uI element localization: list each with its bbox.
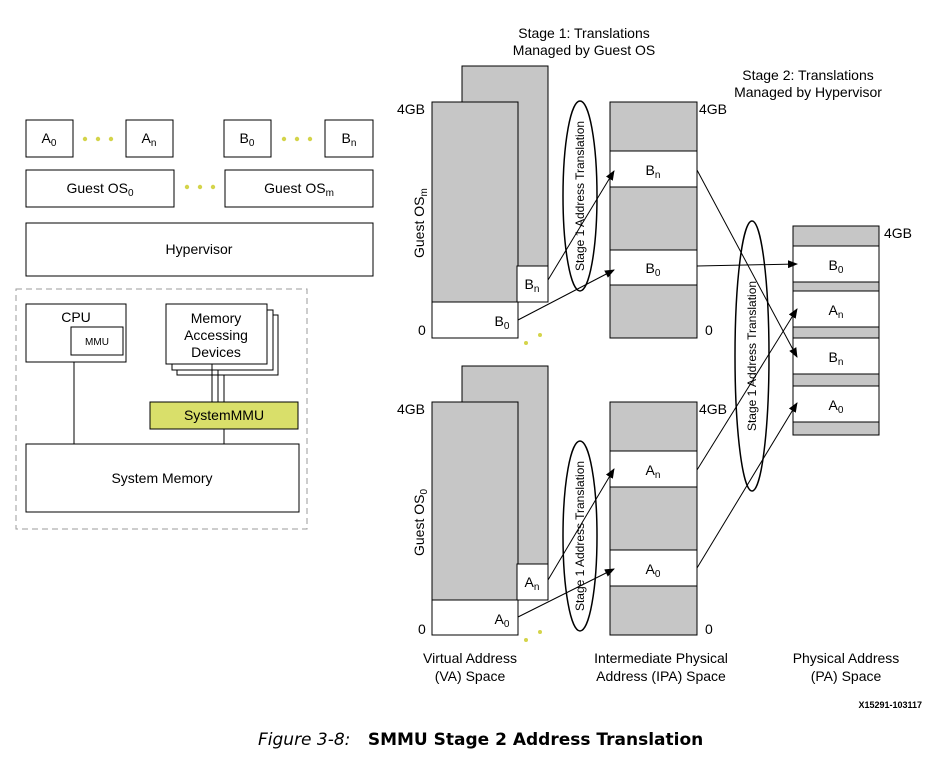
left-stack: A0 An B0 Bn Guest OS0 Guest OSm Hyp — [15, 119, 374, 530]
va-space-label-1: Virtual Address — [423, 650, 517, 666]
guest-os-0-label: Guest OS0 — [66, 180, 133, 199]
pa-block-a0 — [792, 385, 880, 423]
guest-os-m-box — [224, 169, 374, 208]
stage1-header-line2: Managed by Guest OS — [513, 42, 655, 58]
hardware-boundary — [15, 288, 308, 530]
va-top-block-bn — [516, 265, 549, 303]
caption-number: Figure 3-8: — [258, 730, 350, 750]
ellipsis-dots-os — [184, 184, 216, 190]
app-a0-label: A0 — [42, 130, 57, 149]
ipa-top-block-bn-label: Bn — [646, 162, 661, 181]
ipa-bottom-0-label: 0 — [705, 621, 713, 637]
caption-title: SMMU Stage 2 Address Translation — [368, 730, 703, 750]
stage1-ellipse-bottom-label: Stage 1 Address Translation — [573, 461, 587, 611]
ellipsis-dots-b — [281, 136, 313, 142]
va-bottom-block-a0-label: A0 — [495, 611, 510, 630]
memory-devices-box — [165, 303, 268, 365]
app-box-b0 — [223, 119, 272, 158]
guest-os-m-label: Guest OSm — [264, 180, 334, 199]
arrow-ipa-b0-to-pa-b0 — [696, 260, 798, 269]
hypervisor-label: Hypervisor — [166, 241, 233, 257]
va-bottom-block-a0 — [431, 599, 519, 636]
va-space-label-2: (VA) Space — [435, 668, 506, 684]
ipa-top-column — [609, 101, 698, 339]
va-bottom-4gb-label: 4GB — [397, 401, 425, 417]
stage1-ellipse-bottom — [562, 440, 598, 632]
va-top-dots — [524, 333, 542, 345]
ellipsis-dots-a — [82, 136, 114, 142]
ipa-space-label-2: Address (IPA) Space — [596, 668, 726, 684]
va-top-block-b0-label: B0 — [495, 313, 510, 332]
system-memory-label: System Memory — [111, 470, 212, 486]
stage1-ellipse-top-label: Stage 1 Address Translation — [573, 121, 587, 271]
memory-devices-label-1: Memory — [191, 310, 242, 326]
system-memory-box — [25, 443, 300, 513]
stage2-header-line2: Managed by Hypervisor — [734, 84, 882, 100]
figure-caption: Figure 3-8: SMMU Stage 2 Address Transla… — [258, 730, 703, 750]
mmu-box — [70, 326, 124, 356]
app-box-a0 — [25, 119, 74, 158]
cpu-label: CPU — [61, 309, 91, 325]
va-top-guest-label: Guest OSm — [411, 188, 430, 258]
va-bottom-front-column — [431, 401, 519, 636]
stage1-ellipse-top — [562, 100, 598, 292]
stage1-header-line1: Stage 1: Translations — [518, 25, 650, 41]
stage2-header-line1: Stage 2: Translations — [742, 67, 874, 83]
pa-block-bn — [792, 337, 880, 375]
va-top-0-label: 0 — [418, 322, 426, 338]
figure-id: X15291-103117 — [858, 700, 922, 710]
pa-block-bn-label: Bn — [829, 349, 844, 368]
arrow-ipa-an-to-pa-an — [696, 308, 798, 471]
pa-block-an-label: An — [829, 302, 844, 321]
arrow-ipa-a0-to-pa-a0 — [696, 402, 798, 569]
guest-os-0-box — [25, 169, 175, 208]
va-top-block-b0 — [431, 301, 519, 339]
va-bottom-0-label: 0 — [418, 621, 426, 637]
ipa-top-block-b0 — [609, 249, 698, 286]
ipa-bottom-4gb-label: 4GB — [699, 401, 727, 417]
ipa-bottom-block-an — [609, 450, 698, 488]
va-bottom-block-an — [516, 563, 549, 601]
ipa-bottom-column — [609, 401, 698, 636]
system-mmu-label: SystemMMU — [184, 407, 264, 423]
arrow-va-bn-to-ipa-bn — [547, 170, 615, 281]
va-bottom-dots — [524, 630, 542, 642]
pa-space-label-2: (PA) Space — [811, 668, 882, 684]
ipa-top-4gb-label: 4GB — [699, 101, 727, 117]
ipa-top-block-bn — [609, 150, 698, 188]
system-mmu-box — [149, 401, 299, 430]
ipa-bottom-block-a0-label: A0 — [646, 561, 661, 580]
ipa-bottom-block-an-label: An — [646, 462, 661, 481]
arrow-va-an-to-ipa-an — [547, 468, 615, 581]
pa-block-b0 — [792, 245, 880, 283]
va-bottom-block-an-label: An — [525, 574, 540, 593]
memory-devices-label-2: Accessing — [184, 327, 248, 343]
ipa-top-0-label: 0 — [705, 322, 713, 338]
app-box-bn — [324, 119, 374, 158]
ipa-top-block-b0-label: B0 — [646, 260, 661, 279]
arrow-ipa-bn-to-pa-bn — [696, 169, 798, 358]
pa-block-a0-label: A0 — [829, 397, 844, 416]
right-diagram: Stage 1: Translations Managed by Guest O… — [397, 25, 922, 710]
ipa-space-label-1: Intermediate Physical — [594, 650, 728, 666]
app-an-label: An — [142, 130, 157, 149]
va-top-block-bn-label: Bn — [525, 276, 540, 295]
va-top-4gb-label: 4GB — [397, 101, 425, 117]
arrow-va-a0-to-ipa-a0 — [517, 568, 615, 618]
app-b0-label: B0 — [240, 130, 255, 149]
pa-block-b0-label: B0 — [829, 257, 844, 276]
va-bottom-guest-label: Guest OS0 — [411, 489, 430, 556]
va-top-front-column — [431, 101, 519, 339]
pa-space-label-1: Physical Address — [793, 650, 900, 666]
pa-4gb-label: 4GB — [884, 225, 912, 241]
hypervisor-box — [25, 222, 374, 277]
memory-devices-label-3: Devices — [191, 344, 241, 360]
app-bn-label: Bn — [342, 130, 357, 149]
app-box-an — [125, 119, 174, 158]
mmu-label: MMU — [85, 337, 109, 348]
stage2-ellipse-label: Stage 1 Address Translation — [745, 281, 759, 431]
arrow-va-b0-to-ipa-b0 — [517, 269, 615, 321]
